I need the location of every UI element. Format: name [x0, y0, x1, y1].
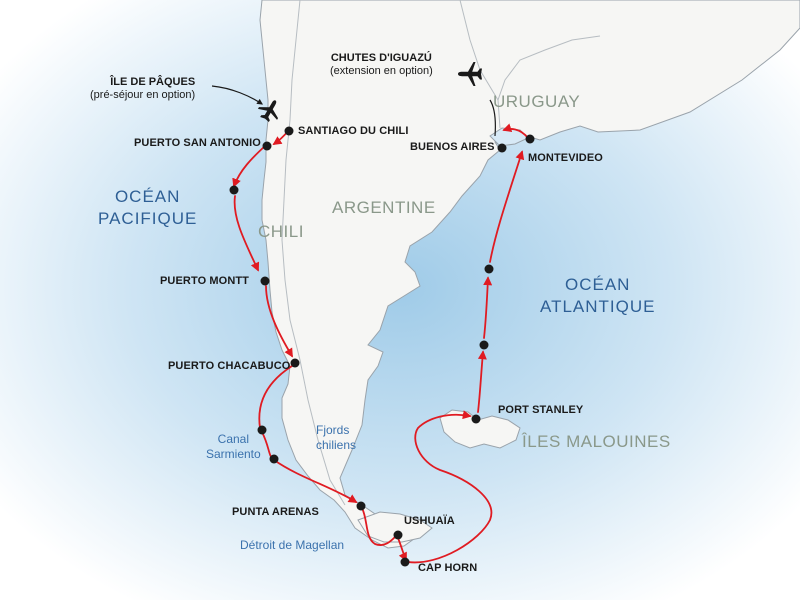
- easter-island-note: (pré-séjour en option): [90, 89, 196, 101]
- route-segment-to-puerto-montt: [233, 195, 260, 272]
- feature-label-canal-line1: Canal: [217, 432, 250, 446]
- stop-puerto-montt[interactable]: [260, 276, 270, 286]
- flight-line-iguazu: [489, 99, 496, 137]
- stop-san-antonio[interactable]: [262, 141, 272, 151]
- port-label-montevideo[interactable]: MONTEVIDEO: [528, 152, 603, 164]
- stop-at-sea-1[interactable]: [229, 185, 239, 195]
- stop-canal-sarmiento-2[interactable]: [269, 454, 279, 464]
- feature-label-magellan-strait: Détroit de Magellan: [240, 538, 345, 552]
- stop-punta-arenas[interactable]: [356, 501, 366, 511]
- feature-label-canal-line2: Sarmiento: [206, 447, 261, 461]
- iguazu-extension[interactable]: CHUTES D'IGUAZÚ (extension en option): [330, 52, 433, 78]
- port-label-ushuaia[interactable]: USHUAÏA: [404, 515, 455, 527]
- feature-label-fjords-line2: chiliens: [316, 438, 357, 452]
- airplane-icon: [458, 62, 482, 86]
- tierra-del-fuego: [357, 511, 433, 543]
- route-segment-stanley-north-1: [477, 350, 487, 413]
- argentina-north-border: [459, 0, 499, 101]
- port-label-port-stanley[interactable]: PORT STANLEY: [498, 404, 584, 416]
- country-label-chile: CHILI: [258, 222, 304, 241]
- port-label-buenos-aires[interactable]: BUENOS AIRES: [410, 141, 495, 153]
- cruise-route: [232, 123, 529, 564]
- port-label-chacabuco[interactable]: PUERTO CHACABUCO: [168, 360, 291, 372]
- country-label-falklands: ÎLES MALOUINES: [522, 432, 671, 451]
- stop-cap-horn[interactable]: [400, 557, 410, 567]
- stop-ushuaia[interactable]: [393, 530, 403, 540]
- stop-montevideo[interactable]: [525, 134, 535, 144]
- airplane-icon: [257, 100, 279, 123]
- feature-label-canal-sarmiento: Canal Sarmiento: [206, 432, 261, 462]
- atlantic-ocean-label: OCÉAN ATLANTIQUE: [540, 274, 655, 318]
- flight-line-easter-island: [211, 85, 263, 105]
- port-label-san-antonio[interactable]: PUERTO SAN ANTONIO: [134, 137, 261, 149]
- stop-canal-sarmiento-1[interactable]: [257, 425, 267, 435]
- atlantic-ocean-label-line2: ATLANTIQUE: [540, 297, 656, 316]
- pacific-ocean-label: OCÉAN PACIFIQUE: [98, 186, 197, 230]
- iguazu-name: CHUTES D'IGUAZÚ: [330, 52, 432, 64]
- route-segment-punta-arenas-ushuaia: [361, 507, 397, 546]
- country-label-uruguay: URUGUAY: [493, 92, 581, 111]
- pacific-ocean-label-line1: OCÉAN: [114, 187, 181, 206]
- easter-island-extension[interactable]: ÎLE DE PÂQUES (pré-séjour en option): [90, 76, 195, 102]
- port-label-punta-arenas[interactable]: PUNTA ARENAS: [232, 506, 319, 518]
- port-label-cap-horn[interactable]: CAP HORN: [418, 562, 478, 574]
- iguazu-note: (extension en option): [330, 65, 433, 77]
- feature-label-fjords: Fjords chiliens: [316, 423, 356, 453]
- route-segment-san-antonio-1: [232, 145, 266, 188]
- route-segment-cap-horn-stanley: [407, 410, 493, 564]
- route-segment-montevideo-buenos-aires: [502, 123, 529, 139]
- port-label-santiago[interactable]: SANTIAGO DU CHILI: [298, 125, 409, 137]
- chile-argentina-border: [281, 0, 346, 506]
- route-segment-to-chacabuco: [265, 285, 293, 358]
- stop-at-sea-3[interactable]: [484, 264, 494, 274]
- feature-label-fjords-line1: Fjords: [316, 423, 350, 437]
- country-label-argentina: ARGENTINE: [332, 198, 436, 217]
- stop-at-sea-2[interactable]: [479, 340, 489, 350]
- pacific-ocean-label-line2: PACIFIQUE: [98, 209, 198, 228]
- route-stops: [229, 126, 535, 567]
- route-segment-chacabuco-sarmiento: [258, 365, 293, 429]
- port-label-puerto-montt[interactable]: PUERTO MONTT: [160, 275, 249, 287]
- atlantic-ocean-label-line1: OCÉAN: [565, 275, 631, 294]
- stop-buenos-aires[interactable]: [497, 143, 507, 153]
- stop-port-stanley[interactable]: [471, 414, 481, 424]
- route-segment-north-2-montevideo: [489, 150, 525, 263]
- route-segment-north-1-north-2: [483, 276, 493, 339]
- stop-puerto-chacabuco[interactable]: [290, 358, 300, 368]
- easter-island-name: ÎLE DE PÂQUES: [110, 76, 196, 88]
- stop-santiago[interactable]: [284, 126, 294, 136]
